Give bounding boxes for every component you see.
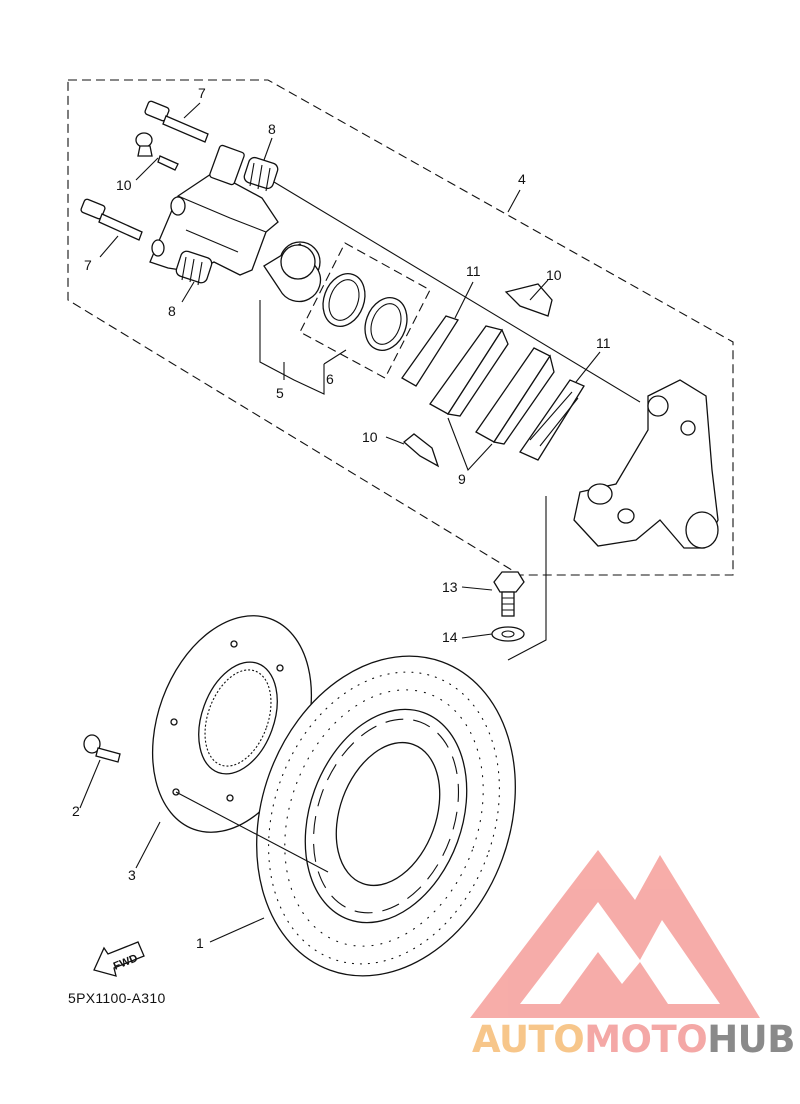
callout-3: 3 xyxy=(128,867,136,883)
callout-10-upper: 10 xyxy=(546,267,562,283)
caliper-bracket xyxy=(573,379,719,549)
callout-1: 1 xyxy=(196,935,204,951)
callout-6: 6 xyxy=(326,371,334,387)
brand-part-hub: HUB xyxy=(707,1018,795,1061)
pad-spring-upper xyxy=(504,283,553,317)
brake-disc xyxy=(256,655,516,977)
callout-13: 13 xyxy=(442,579,458,595)
brand-part-moto: MOTO xyxy=(584,1018,708,1061)
brake-pad-right xyxy=(475,347,555,445)
callout-11-left: 11 xyxy=(466,263,481,279)
boot-upper xyxy=(243,156,279,192)
callout-12: 10 xyxy=(116,177,132,193)
disc-bolt xyxy=(83,734,121,763)
fwd-arrow-icon: FWD xyxy=(93,941,145,977)
callout-8-lower: 8 xyxy=(168,303,176,319)
piston xyxy=(263,241,322,303)
bracket-bolt xyxy=(493,571,525,617)
diagram-code: 5PX1100-A310 xyxy=(68,990,166,1006)
caliper-bolt-upper xyxy=(144,100,209,143)
pad-spring-lower xyxy=(402,433,440,468)
callout-14: 14 xyxy=(442,629,458,645)
watermark-brand: AUTOMOTOHUB xyxy=(472,1018,795,1061)
callout-7-lower: 7 xyxy=(84,257,92,273)
caliper-body xyxy=(149,144,279,276)
caliper-bolt-lower xyxy=(80,198,143,241)
bracket-washer xyxy=(491,626,525,642)
brake-pad-left xyxy=(429,325,509,417)
pad-boundary xyxy=(299,242,431,379)
bracket-alignment xyxy=(273,181,641,661)
callout-4: 4 xyxy=(518,171,526,187)
disc-alignment xyxy=(175,791,329,873)
callout-7-upper: 7 xyxy=(198,85,206,101)
shim-detail xyxy=(529,391,579,447)
caliper-assembly-boundary xyxy=(67,79,734,576)
callout-5: 5 xyxy=(276,385,284,401)
brand-part-auto: AUTO xyxy=(472,1018,585,1061)
piston-seals xyxy=(322,273,408,351)
watermark-logo xyxy=(470,850,760,1018)
leader-lines xyxy=(79,102,601,943)
bleed-screw xyxy=(135,132,179,171)
callout-11-right: 11 xyxy=(596,335,611,351)
pad-shim-right xyxy=(519,379,585,461)
callout-2: 2 xyxy=(72,803,80,819)
callout-8-upper: 8 xyxy=(268,121,276,137)
pad-shim-left xyxy=(401,315,459,387)
callout-10-lower: 10 xyxy=(362,429,378,445)
boot-lower xyxy=(175,250,213,286)
callout-9: 9 xyxy=(458,471,466,487)
